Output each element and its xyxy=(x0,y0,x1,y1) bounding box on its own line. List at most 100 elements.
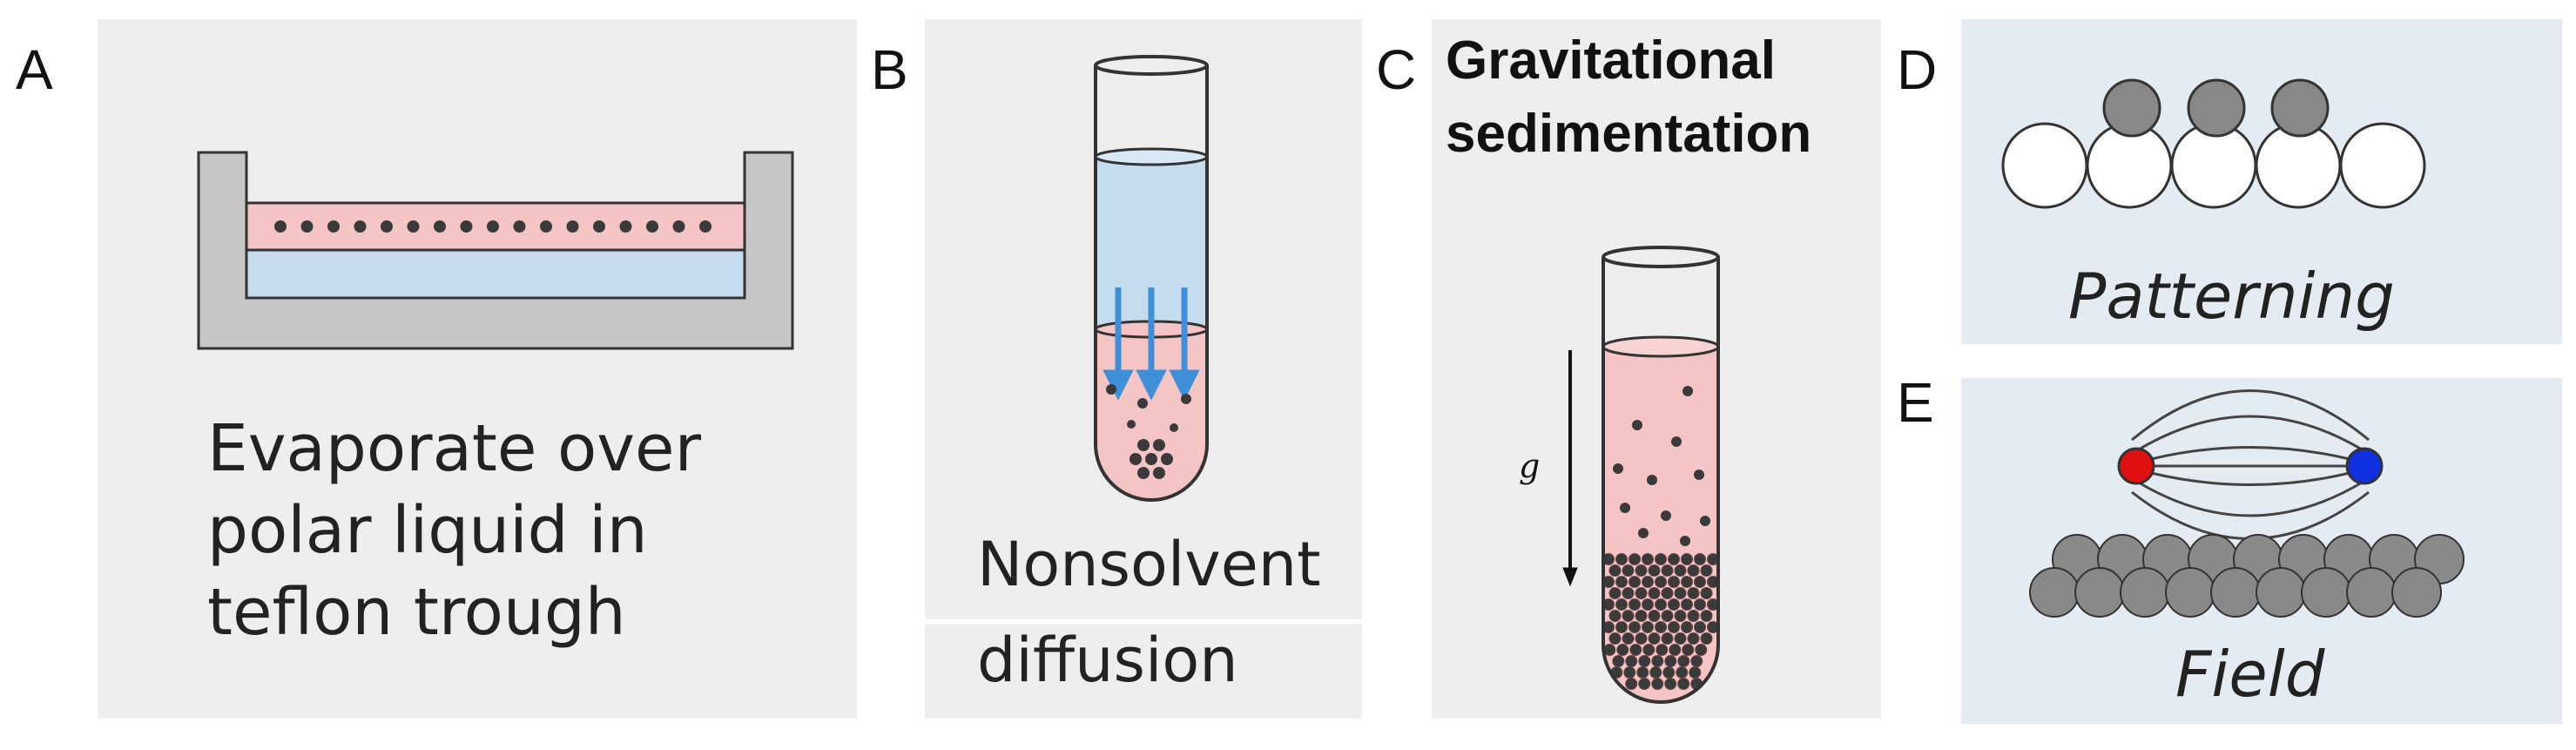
nanoparticle xyxy=(1651,678,1664,690)
nanoparticle xyxy=(1648,587,1661,599)
nanoparticle xyxy=(1615,576,1628,588)
negative-pole xyxy=(2345,447,2384,485)
nanoparticle xyxy=(1677,678,1690,690)
nanoparticle xyxy=(699,220,711,233)
test-tube-rim xyxy=(1094,55,1209,76)
gray-sphere xyxy=(2187,78,2246,138)
nanoparticle xyxy=(1681,621,1693,633)
nanoparticle-superlattice-cluster xyxy=(1128,437,1175,481)
nanoparticle xyxy=(1694,553,1706,565)
nanoparticle xyxy=(1694,576,1706,588)
nanoparticle xyxy=(434,220,446,233)
white-sphere xyxy=(2339,122,2426,209)
nanoparticle xyxy=(1608,564,1622,577)
nanoparticle xyxy=(300,220,314,233)
nanoparticle xyxy=(1668,576,1680,588)
panel-a-letter: A xyxy=(16,38,53,101)
nanoparticle xyxy=(1648,564,1661,577)
panel-b-caption: Nonsolvent diffusion xyxy=(977,530,1321,695)
nanoparticle xyxy=(1635,564,1648,577)
nanoparticle xyxy=(646,220,658,233)
nanoparticle xyxy=(1655,598,1667,611)
panel-e-letter: E xyxy=(1897,371,1934,434)
nanoparticle xyxy=(1687,564,1700,577)
nanoparticle xyxy=(1615,553,1628,565)
nanoparticle xyxy=(1629,576,1641,588)
caption-line: Gravitational xyxy=(1446,30,1776,91)
nanoparticle xyxy=(1608,587,1622,599)
test-tube-rim xyxy=(1602,246,1720,268)
nanoparticle xyxy=(1635,587,1648,599)
nanoparticle xyxy=(1622,564,1635,577)
nanoparticle xyxy=(1661,610,1674,622)
caption-line: Nonsolvent xyxy=(977,529,1321,600)
nanoparticle xyxy=(1681,576,1693,588)
nanoparticle xyxy=(1622,632,1635,645)
polar-liquid-layer xyxy=(245,248,746,300)
nanoparticle xyxy=(1661,587,1674,599)
nanoparticle xyxy=(1622,587,1635,599)
gray-sphere xyxy=(2270,78,2330,138)
gravity-arrow xyxy=(1562,350,1578,587)
nanoparticle xyxy=(1159,451,1175,467)
nanoparticle xyxy=(1656,644,1669,656)
gray-sphere xyxy=(2346,567,2397,618)
nanoparticle xyxy=(1642,598,1654,611)
nanoparticle xyxy=(1668,621,1680,633)
nanoparticle xyxy=(1143,451,1159,467)
nanoparticle xyxy=(1655,553,1667,565)
floating-nanoparticles xyxy=(274,220,711,233)
positive-pole xyxy=(2117,447,2155,485)
nanoparticle xyxy=(1700,587,1713,599)
nanoparticle xyxy=(354,220,367,233)
nanoparticle xyxy=(1608,632,1622,645)
caption-line: polar liquid in xyxy=(207,493,648,568)
nanoparticle xyxy=(1695,644,1708,656)
nanoparticle xyxy=(381,220,393,233)
nanoparticle xyxy=(1655,576,1667,588)
diffusion-arrows xyxy=(1103,287,1200,401)
nanoparticle xyxy=(1674,610,1687,622)
nanoparticle xyxy=(1655,621,1667,633)
nanoparticle xyxy=(274,220,287,233)
gray-sphere xyxy=(2120,567,2170,618)
nanoparticle xyxy=(1622,610,1635,622)
nanoparticle xyxy=(327,220,340,233)
falling-nanoparticles xyxy=(1613,386,1710,546)
nanoparticle xyxy=(1642,644,1656,656)
nanoparticle xyxy=(1615,598,1628,611)
nanoparticle xyxy=(1687,632,1700,645)
field-aligned-spheres xyxy=(2029,447,2465,618)
nanoparticle xyxy=(1629,621,1641,633)
nanoparticle xyxy=(1687,610,1700,622)
teflon-trough xyxy=(197,151,794,350)
nanoparticle xyxy=(1136,437,1151,453)
nanoparticle xyxy=(1681,598,1693,611)
nanoparticle xyxy=(1674,587,1687,599)
nanoparticle xyxy=(1668,598,1680,611)
gray-sphere xyxy=(2256,567,2306,618)
nanoparticle xyxy=(1664,678,1677,690)
nanoparticle xyxy=(619,220,632,233)
nanoparticle xyxy=(1642,621,1654,633)
panel-a-caption: Evaporate over polar liquid in teflon tr… xyxy=(207,408,701,653)
panel-e-caption: Field xyxy=(2175,638,2325,711)
nanoparticle xyxy=(1151,465,1167,481)
nanoparticle xyxy=(1629,644,1642,656)
nanoparticle xyxy=(487,220,499,233)
caption-line: Evaporate over xyxy=(207,411,701,486)
panel-a-background xyxy=(98,19,857,719)
nonsolvent-layer xyxy=(1096,157,1207,329)
nanoparticle xyxy=(1608,610,1622,622)
nanoparticle xyxy=(1629,598,1641,611)
nanoparticle xyxy=(1682,644,1695,656)
sedimented-nanoparticles xyxy=(1602,553,1719,690)
nanoparticle xyxy=(1648,632,1661,645)
caption-line: teflon trough xyxy=(207,575,626,650)
caption-line: diffusion xyxy=(977,625,1238,696)
gray-sphere xyxy=(2301,567,2351,618)
gravity-label: g xyxy=(1519,447,1540,485)
